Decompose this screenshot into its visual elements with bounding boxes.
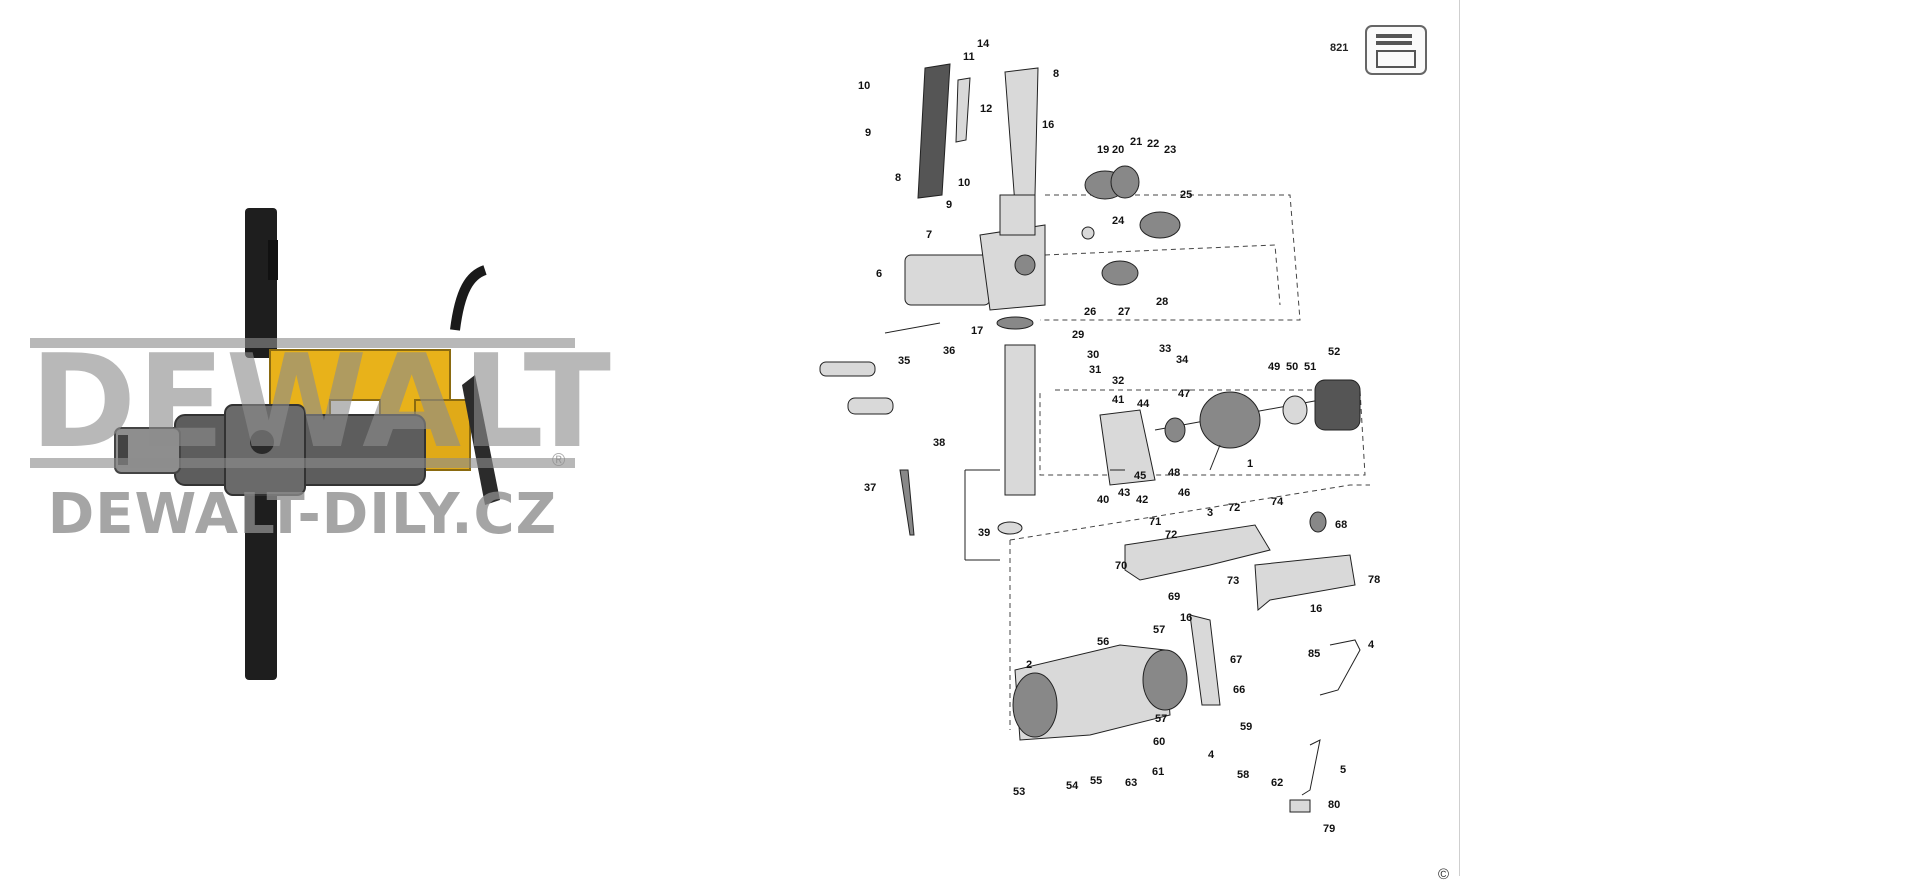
callout-48: 49	[1268, 361, 1280, 373]
callout-21: 22	[1147, 138, 1159, 150]
callout-69: 72	[1165, 529, 1177, 541]
callout-47: 48	[1168, 467, 1180, 479]
callout-2: 2	[1026, 659, 1032, 671]
callout-59: 60	[1153, 736, 1165, 748]
callout-62: 63	[1125, 777, 1137, 789]
callout-24: 25	[1180, 189, 1192, 201]
callout-14: 12	[980, 103, 992, 115]
callout-6: 6	[876, 268, 882, 280]
callout-43: 44	[1137, 398, 1150, 410]
callout-55: 56	[1097, 636, 1109, 648]
spacer-tube-part	[1004, 344, 1036, 496]
callout-31: 32	[1112, 375, 1124, 387]
callout-18: 19	[1097, 144, 1109, 156]
callout-8b: 8	[895, 172, 901, 184]
callout-17: 17	[971, 325, 983, 337]
callout-70: 72	[1228, 502, 1240, 514]
callout-45: 46	[1178, 487, 1190, 499]
callout-60: 61	[1152, 766, 1164, 778]
callout-16a: 16	[1042, 119, 1054, 131]
callout-20: 21	[1130, 136, 1142, 148]
callout-1: 1	[1247, 458, 1253, 470]
gear-housing-part	[904, 194, 1046, 311]
callout-3: 3	[1207, 507, 1213, 519]
callout-34: 35	[898, 355, 910, 367]
callout-57b: 58	[1237, 769, 1249, 781]
callout-4: 4	[1208, 749, 1215, 761]
callout-12: 10	[958, 177, 970, 189]
callout-36: 37	[864, 482, 876, 494]
callout-73: 79	[1323, 823, 1335, 835]
callout-71: 73	[1227, 575, 1239, 587]
callout-23: 24	[1112, 215, 1125, 227]
callout-61: 62	[1271, 777, 1283, 789]
callout-33: 34	[1176, 354, 1189, 366]
callout-29: 30	[1087, 349, 1099, 361]
callout-56: 57	[1153, 624, 1165, 636]
callout-44: 45	[1134, 470, 1146, 482]
model-code: 821	[1330, 42, 1349, 54]
panel-divider	[1459, 0, 1460, 876]
callout-66: 69	[1168, 591, 1180, 603]
callout-25: 26	[1084, 306, 1096, 318]
callout-8a: 8	[1053, 68, 1059, 80]
callout-7: 7	[926, 229, 932, 241]
callout-30: 31	[1089, 364, 1101, 376]
callout-40: 41	[1112, 394, 1124, 406]
motor-housing-part	[1012, 614, 1221, 741]
callout-26: 27	[1118, 306, 1130, 318]
callout-41: 42	[1136, 494, 1148, 506]
callout-13: 11	[963, 51, 975, 63]
exploded-parts-diagram: 14 11 8 10 12 16 9 19 20 21 22 23 10 8 2…	[819, 38, 1380, 835]
manual-icon	[1365, 25, 1427, 75]
callout-32: 33	[1159, 343, 1171, 355]
callout-37: 38	[933, 437, 945, 449]
callout-57a: 57	[1155, 713, 1167, 725]
side-handle-grip-part	[917, 63, 1039, 206]
armature-part	[1154, 379, 1361, 449]
callout-5b: 5	[1340, 764, 1346, 776]
callout-63: 66	[1233, 684, 1245, 696]
copyright-mark: ©	[1438, 866, 1450, 883]
callout-19: 20	[1112, 144, 1124, 156]
callout-54: 55	[1090, 775, 1102, 787]
callout-22: 23	[1164, 144, 1176, 156]
callout-72a: 74	[1271, 496, 1284, 508]
callout-46: 47	[1178, 388, 1190, 400]
callout-65: 68	[1335, 519, 1347, 531]
callout-labels: 14 11 8 10 12 16 9 19 20 21 22 23 10 8 2…	[858, 38, 1380, 835]
callout-5a: 4	[1368, 639, 1375, 651]
callout-51: 52	[1328, 346, 1340, 358]
callout-67: 70	[1115, 560, 1127, 572]
callout-53: 54	[1066, 780, 1079, 792]
callout-52: 53	[1013, 786, 1025, 798]
callout-39: 40	[1097, 494, 1109, 506]
callout-72b: 78	[1368, 574, 1380, 586]
callout-58: 59	[1240, 721, 1252, 733]
callout-42: 43	[1118, 487, 1130, 499]
callout-78: 85	[1308, 648, 1320, 660]
callout-50: 51	[1304, 361, 1316, 373]
watermark-registered-mark: ®	[552, 450, 566, 470]
callout-16b: 16	[1310, 603, 1322, 615]
callout-49: 50	[1286, 361, 1298, 373]
callout-68: 71	[1149, 516, 1161, 528]
callout-11: 9	[946, 199, 952, 211]
callout-16c: 16	[1180, 612, 1192, 624]
callout-15: 14	[977, 38, 990, 50]
callout-9: 9	[865, 127, 871, 139]
handle-housing-part	[1124, 524, 1356, 612]
callout-28: 29	[1072, 329, 1084, 341]
callout-10: 10	[858, 80, 870, 92]
callout-38: 39	[978, 527, 990, 539]
callout-35: 36	[943, 345, 955, 357]
bearing-plate-part	[1099, 409, 1156, 486]
callout-27: 28	[1156, 296, 1168, 308]
gear-train-part	[1081, 165, 1181, 286]
callout-64: 67	[1230, 654, 1242, 666]
callout-74: 80	[1328, 799, 1340, 811]
drill-product-photo	[114, 208, 500, 680]
